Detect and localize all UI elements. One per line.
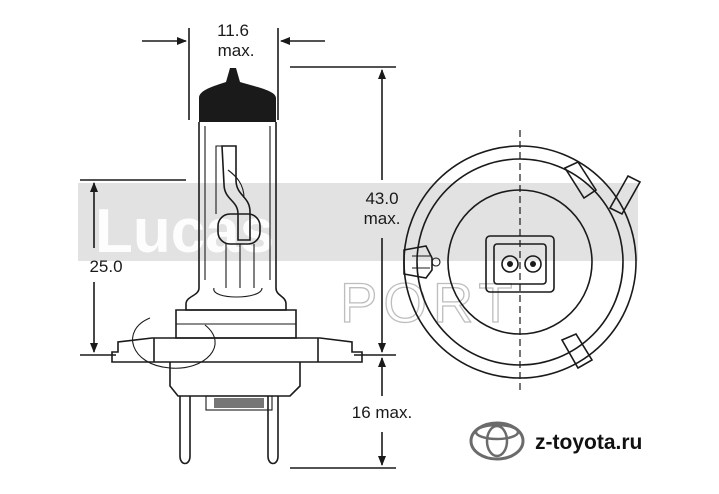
top-width-note: max. <box>218 41 255 60</box>
bulb-side-view <box>111 68 363 465</box>
watermark-left-text: Lucas <box>95 197 274 266</box>
watermark-right-text: PORT <box>340 271 519 334</box>
toyota-emblem-icon <box>469 421 525 461</box>
overall-height-value: 43.0 <box>365 189 398 208</box>
dimension-top-width: 11.6 max. <box>142 21 325 120</box>
body-height-value: 25.0 <box>89 257 122 276</box>
bulb-tip-cap <box>199 68 276 122</box>
top-width-value: 11.6 <box>217 21 249 40</box>
base-height-value: 16 max. <box>352 403 412 422</box>
bulb-end-view <box>403 130 642 394</box>
dimension-body-height: 25.0 <box>80 179 186 356</box>
brand-site-text: z-toyota.ru <box>535 431 642 454</box>
dimension-overall-height: 43.0 max. <box>290 66 401 356</box>
overall-height-note: max. <box>364 209 401 228</box>
watermark: Lucas PORT <box>78 183 638 369</box>
dimension-base-height: 16 max. <box>290 357 412 469</box>
brand-logo: z-toyota.ru <box>469 421 642 461</box>
